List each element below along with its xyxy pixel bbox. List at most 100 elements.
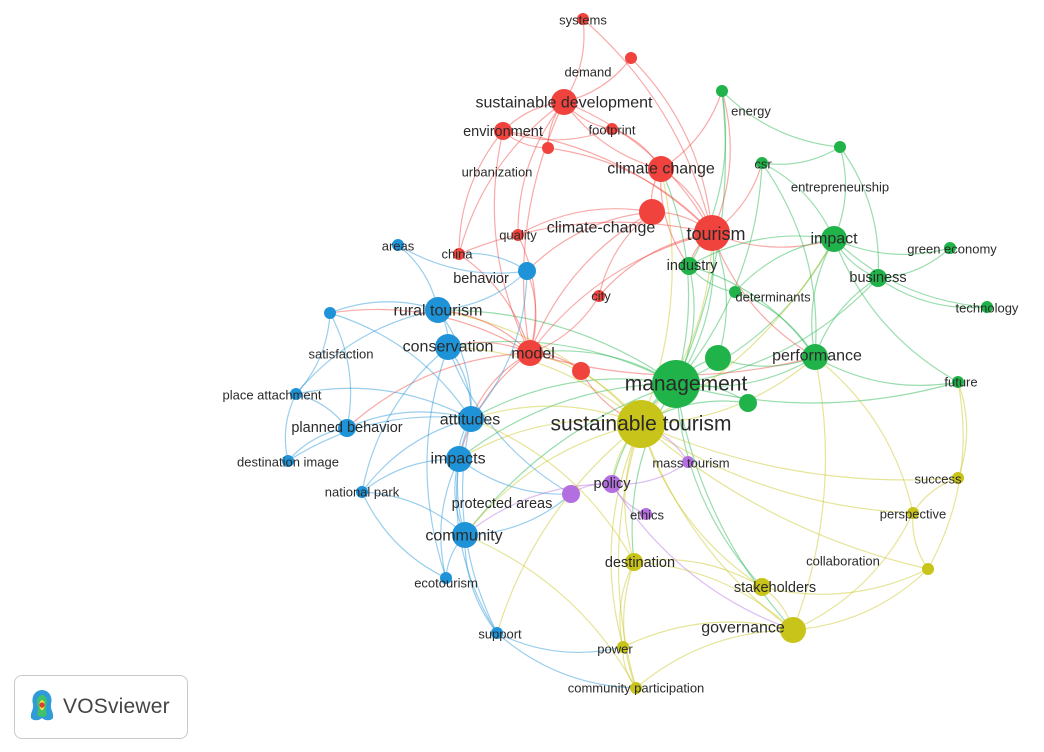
node-future[interactable] — [952, 376, 964, 388]
node-business[interactable] — [869, 269, 887, 287]
node-environment[interactable] — [494, 122, 512, 140]
node-community[interactable] — [452, 522, 478, 548]
label-policy[interactable]: policy — [593, 476, 631, 492]
node-power[interactable] — [617, 641, 629, 653]
label-industry[interactable]: industry — [667, 258, 719, 274]
label-ethics[interactable]: ethics — [630, 508, 664, 523]
node-ethics[interactable] — [640, 508, 652, 520]
node-support[interactable] — [491, 627, 503, 639]
label-conservation[interactable]: conservation — [403, 339, 494, 356]
node-community-participation[interactable] — [630, 682, 642, 694]
node-energy[interactable] — [716, 85, 728, 97]
node-performance[interactable] — [802, 344, 828, 370]
node-collaboration[interactable] — [922, 563, 934, 575]
label-green-economy[interactable]: green economy — [907, 242, 997, 257]
node-ecotourism[interactable] — [440, 572, 452, 584]
label-areas[interactable]: areas — [382, 239, 415, 254]
node-unlabeled-2[interactable] — [739, 394, 757, 412]
label-entrepreneurship[interactable]: entrepreneurship — [791, 180, 889, 195]
label-behavior[interactable]: behavior — [453, 271, 509, 287]
node-green-economy[interactable] — [944, 242, 956, 254]
label-destination-image[interactable]: destination image — [237, 455, 339, 470]
node-city[interactable] — [593, 290, 605, 302]
label-destination[interactable]: destination — [605, 555, 675, 571]
node-impacts[interactable] — [446, 446, 472, 472]
label-future[interactable]: future — [944, 375, 977, 390]
node-mass-tourism[interactable] — [682, 456, 694, 468]
label-planned-behavior[interactable]: planned behavior — [291, 420, 402, 436]
label-protected-areas[interactable]: protected areas — [452, 496, 553, 512]
label-stakeholders[interactable]: stakeholders — [734, 580, 816, 596]
node-governance[interactable] — [780, 617, 806, 643]
label-footprint[interactable]: footprint — [589, 123, 636, 138]
node-success[interactable] — [952, 472, 964, 484]
node-systems[interactable] — [577, 13, 589, 25]
label-mass-tourism[interactable]: mass tourism — [652, 456, 729, 471]
label-china[interactable]: china — [441, 247, 473, 262]
label-success[interactable]: success — [915, 472, 962, 487]
node-destination-image[interactable] — [282, 455, 294, 467]
node-rural-tourism[interactable] — [425, 297, 451, 323]
node-conservation[interactable] — [435, 334, 461, 360]
label-city[interactable]: city — [591, 289, 611, 304]
label-attitudes[interactable]: attitudes — [440, 412, 500, 429]
node-demand[interactable] — [625, 52, 637, 64]
label-urbanization[interactable]: urbanization — [462, 165, 533, 180]
label-community[interactable]: community — [425, 528, 502, 545]
label-perspective[interactable]: perspective — [880, 507, 946, 522]
node-entrepreneurship[interactable] — [834, 141, 846, 153]
label-community-participation[interactable]: community participation — [568, 681, 705, 696]
node-csr[interactable] — [756, 157, 768, 169]
label-determinants[interactable]: determinants — [735, 290, 811, 305]
label-national-park[interactable]: national park — [325, 485, 400, 500]
label-tourism[interactable]: tourism — [686, 224, 745, 244]
node-footprint[interactable] — [606, 123, 618, 135]
node-tourism[interactable] — [694, 215, 730, 251]
node-unlabeled-1[interactable] — [705, 345, 731, 371]
label-climate-change-2[interactable]: climate-change — [547, 220, 656, 237]
node-planned-behavior[interactable] — [338, 419, 356, 437]
label-power[interactable]: power — [597, 642, 633, 657]
label-model[interactable]: model — [511, 346, 555, 363]
node-climate-change[interactable] — [648, 156, 674, 182]
node-impact[interactable] — [821, 226, 847, 252]
label-ecotourism[interactable]: ecotourism — [414, 576, 478, 591]
node-behavior[interactable] — [518, 262, 536, 280]
node-sustainable-tourism[interactable] — [617, 400, 665, 448]
label-quality[interactable]: quality — [499, 228, 537, 243]
node-areas[interactable] — [392, 239, 404, 251]
node-protected-areas[interactable] — [562, 485, 580, 503]
node-management[interactable] — [652, 360, 700, 408]
label-climate-change[interactable]: climate change — [607, 161, 715, 178]
node-place-attachment[interactable] — [290, 388, 302, 400]
node-china[interactable] — [453, 248, 465, 260]
label-performance[interactable]: performance — [772, 348, 862, 365]
label-energy[interactable]: energy — [731, 104, 771, 119]
label-sustainable-tourism[interactable]: sustainable tourism — [551, 413, 732, 436]
node-unlabeled-3[interactable] — [572, 362, 590, 380]
node-destination[interactable] — [625, 553, 643, 571]
node-sustainable-development[interactable] — [551, 89, 577, 115]
label-rural-tourism[interactable]: rural tourism — [394, 303, 483, 320]
label-csr[interactable]: csr — [754, 157, 772, 172]
node-quality[interactable] — [512, 229, 524, 241]
node-policy[interactable] — [603, 475, 621, 493]
node-national-park[interactable] — [356, 486, 368, 498]
label-sustainable-development[interactable]: sustainable development — [475, 95, 653, 112]
vosviewer-brand-badge[interactable]: VOSviewer — [14, 675, 188, 739]
label-support[interactable]: support — [478, 627, 522, 642]
node-climate-change-2[interactable] — [639, 199, 665, 225]
label-impact[interactable]: impact — [810, 231, 858, 248]
node-industry[interactable] — [680, 257, 698, 275]
node-determinants[interactable] — [729, 286, 741, 298]
node-attitudes[interactable] — [458, 406, 484, 432]
label-impacts[interactable]: impacts — [430, 451, 485, 468]
node-satisfaction[interactable] — [324, 307, 336, 319]
label-collaboration[interactable]: collaboration — [806, 554, 880, 569]
label-demand[interactable]: demand — [565, 65, 612, 80]
label-business[interactable]: business — [849, 270, 906, 286]
label-place-attachment[interactable]: place attachment — [222, 388, 321, 403]
node-urbanization[interactable] — [542, 142, 554, 154]
node-model[interactable] — [517, 340, 543, 366]
label-systems[interactable]: systems — [559, 13, 607, 28]
